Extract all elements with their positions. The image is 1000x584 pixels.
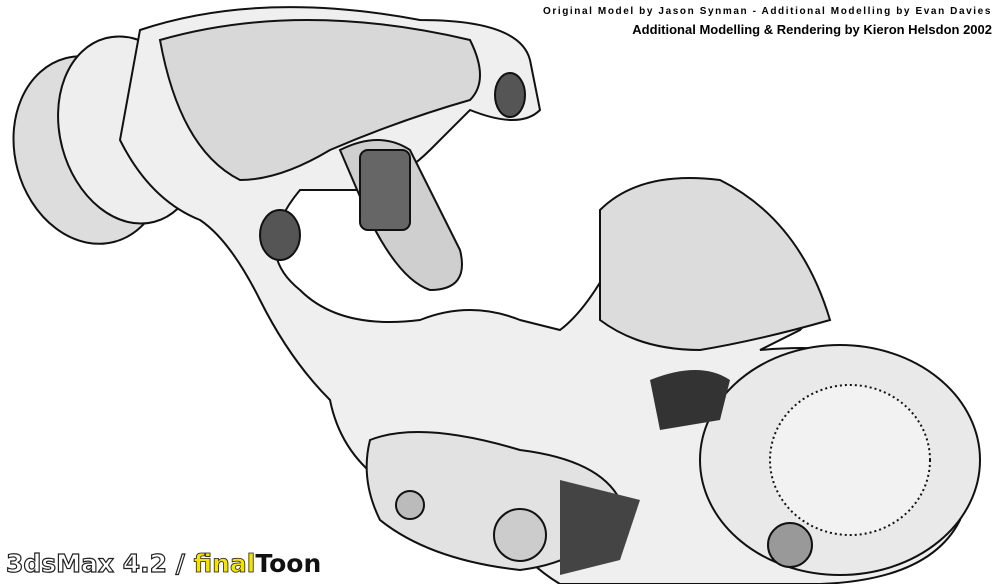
software-label: 3dsMax 4.2 / <box>5 548 194 578</box>
credit-line-rendering: Additional Modelling & Rendering by Kier… <box>632 22 992 37</box>
plugin-label-final: final <box>193 549 256 579</box>
software-caption: 3dsMax 4.2 / finalToon <box>5 548 322 579</box>
plugin-label-toon: Toon <box>255 549 322 578</box>
credit-line-original-model: Original Model by Jason Synman - Additio… <box>542 6 992 17</box>
